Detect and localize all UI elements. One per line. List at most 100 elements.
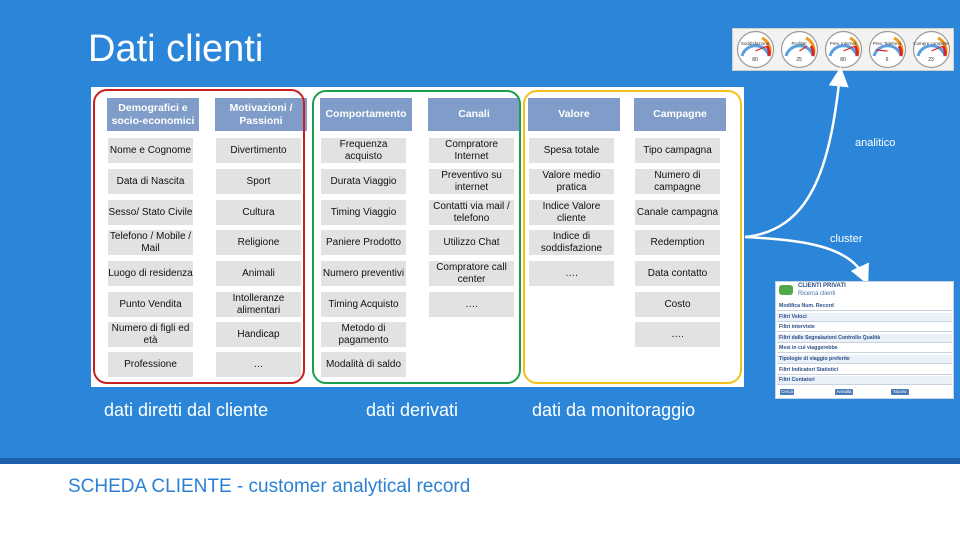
- group-monitoring-data-border: [523, 90, 742, 384]
- gauge-dial: Soddisfazione 80: [736, 30, 775, 69]
- form-header: CLIENTI PRIVATI Ricerca clienti: [776, 282, 953, 300]
- gauge-label: Compre complete: [913, 41, 949, 46]
- cell-campaigns: Canale campagna: [635, 200, 720, 225]
- cell-value: Indice di soddisfazione: [529, 230, 614, 255]
- footer-caption: SCHEDA CLIENTE - customer analytical rec…: [68, 476, 471, 497]
- column-header-behaviour: Comportamento: [320, 98, 412, 131]
- caption-derived-data: dati derivati: [366, 400, 459, 420]
- cell-demographics: Data di Nascita: [108, 169, 193, 194]
- form-filter-row[interactable]: Modifica Num. Record: [777, 302, 952, 311]
- form-filter-row[interactable]: Filtri interviste: [777, 323, 952, 333]
- cell-channels: Preventivo su internet: [429, 169, 514, 194]
- column-header-motivations: Motivazioni / Passioni: [215, 98, 307, 131]
- cell-behaviour: Timing Acquisto: [321, 292, 406, 317]
- gauge-value: 80: [840, 57, 846, 63]
- gauges-dashboard-thumbnail: Soddisfazione 80 Profilati 25 Prev. internet…: [732, 28, 954, 71]
- form-filter-row[interactable]: Filtri dalle Segnalazioni Controllo Qual…: [777, 333, 952, 343]
- footer-band: [0, 458, 960, 464]
- arrow-label-analitico: analitico: [855, 137, 896, 149]
- cell-value: Spesa totale: [529, 138, 614, 163]
- form-filter-row[interactable]: Filtri Veloci: [777, 312, 952, 322]
- form-title: CLIENTI PRIVATI: [798, 283, 846, 289]
- cell-motivations: Handicap: [216, 322, 301, 347]
- gauge-dial-icon: [824, 30, 862, 69]
- cell-campaigns: Data contatto: [635, 261, 720, 286]
- gauge-dial: Prev. internet 80: [824, 30, 863, 69]
- cell-motivations: Intolleranze alimentari: [216, 292, 301, 317]
- gauge-dial-icon: [780, 30, 818, 69]
- cell-campaigns: Redemption: [635, 230, 720, 255]
- gauge-dial-icon: [912, 30, 950, 69]
- caption-monitoring-data: dati da monitoraggio: [532, 400, 696, 420]
- cell-behaviour: Frequenza acquisto: [321, 138, 406, 163]
- gauge-value: 80: [752, 57, 758, 63]
- gauge-dial-icon: [736, 30, 774, 69]
- cell-channels: Compratore call center: [429, 261, 514, 286]
- cell-demographics: Nome e Cognome: [108, 138, 193, 163]
- gauge-label: Prev. Telefono: [872, 41, 902, 46]
- gauge-value: 6: [885, 57, 889, 63]
- cell-campaigns: ….: [635, 322, 720, 347]
- gauge-dial: Profilati 25: [780, 30, 819, 69]
- cell-motivations: Divertimento: [216, 138, 301, 163]
- cell-value: Indice Valore cliente: [529, 200, 614, 225]
- cell-behaviour: Modalità di saldo: [321, 352, 406, 377]
- group-direct-data-border: [93, 89, 305, 384]
- form-filter-row[interactable]: Mesi in cui viaggerebbe: [777, 344, 952, 354]
- cell-behaviour: Durata Viaggio: [321, 169, 406, 194]
- cell-channels: Contatti via mail / telefono: [429, 200, 514, 225]
- cell-value: ….: [529, 261, 614, 286]
- cell-motivations: Cultura: [216, 200, 301, 225]
- customer-form-thumbnail: CLIENTI PRIVATI Ricerca clienti Modifica…: [775, 281, 954, 399]
- cell-campaigns: Tipo campagna: [635, 138, 720, 163]
- form-filter-row[interactable]: Filtri Indicatori Statistici: [777, 366, 952, 375]
- gauge-dial: Compre complete 23: [912, 30, 951, 69]
- gauge-dial-icon: [868, 30, 906, 69]
- cell-channels: Compratore Internet: [429, 138, 514, 163]
- gauge-dial: Prev. Telefono 6: [868, 30, 907, 69]
- cell-demographics: Numero di figli ed età: [108, 322, 193, 347]
- cell-channels: Utilizzo Chat: [429, 230, 514, 255]
- slide-title: Dati clienti: [88, 28, 264, 70]
- cell-motivations: …: [216, 352, 301, 377]
- form-cancel-button[interactable]: Annulla: [835, 389, 853, 395]
- cell-motivations: Animali: [216, 261, 301, 286]
- cell-campaigns: Numero di campagne: [635, 169, 720, 194]
- form-footer: Cerca Annulla Nuovo: [777, 388, 952, 396]
- form-filter-row[interactable]: Filtri Contatori: [777, 376, 952, 386]
- cell-demographics: Professione: [108, 352, 193, 377]
- form-filter-row[interactable]: Tipologie di viaggio preferite: [777, 355, 952, 364]
- cell-demographics: Telefono / Mobile / Mail: [108, 230, 193, 255]
- cell-demographics: Luogo di residenza: [108, 261, 193, 286]
- cell-behaviour: Metodo di pagamento: [321, 322, 406, 347]
- arrow-to-form: [744, 235, 869, 285]
- group-derived-data-border: [312, 90, 521, 384]
- gauge-value: 25: [796, 57, 802, 63]
- arrow-label-cluster: cluster: [830, 233, 863, 245]
- cell-motivations: Sport: [216, 169, 301, 194]
- arrow-to-gauges: [744, 66, 849, 239]
- cell-behaviour: Timing Viaggio: [321, 200, 406, 225]
- gauge-value: 23: [928, 57, 934, 63]
- cell-behaviour: Numero preventivi: [321, 261, 406, 286]
- form-new-button[interactable]: Nuovo: [891, 389, 909, 395]
- gauge-label: Soddisfazione: [740, 41, 770, 46]
- cell-channels: ….: [429, 292, 514, 317]
- cell-value: Valore medio pratica: [529, 169, 614, 194]
- cell-motivations: Religione: [216, 230, 301, 255]
- column-header-demographics: Demografici e socio-economici: [107, 98, 199, 131]
- cell-behaviour: Paniere Prodotto: [321, 230, 406, 255]
- form-logo-icon: [779, 285, 793, 295]
- gauge-label: Prev. internet: [829, 41, 857, 46]
- caption-direct-data: dati diretti dal cliente: [104, 400, 269, 420]
- cell-demographics: Punto Vendita: [108, 292, 193, 317]
- column-header-campaigns: Campagne: [634, 98, 726, 131]
- column-header-value: Valore: [528, 98, 620, 131]
- gauge-label: Profilati: [791, 41, 807, 46]
- arrows-graphic: [744, 66, 869, 285]
- cell-campaigns: Costo: [635, 292, 720, 317]
- cell-demographics: Sesso/ Stato Civile: [108, 200, 193, 225]
- form-search-button[interactable]: Cerca: [780, 389, 794, 395]
- column-header-channels: Canali: [428, 98, 520, 131]
